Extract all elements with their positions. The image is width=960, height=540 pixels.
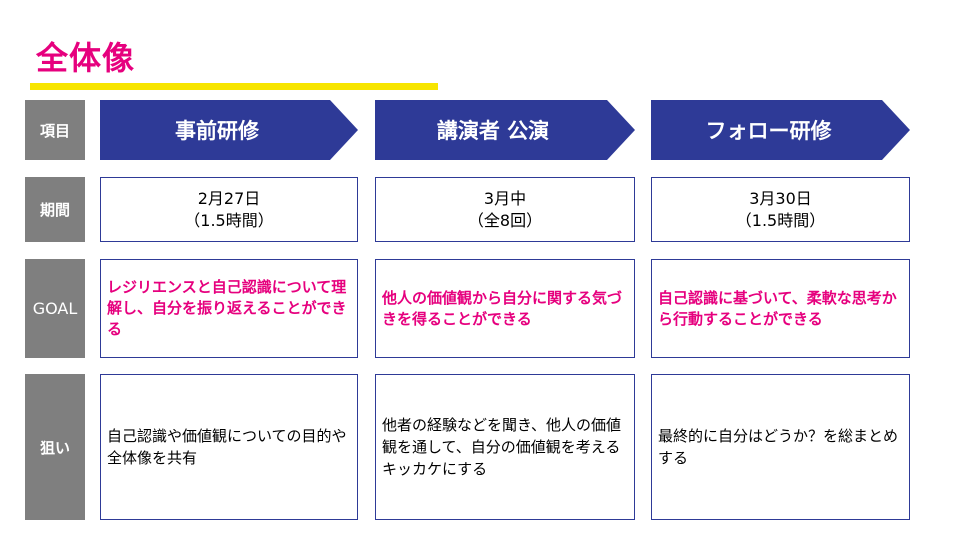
period-date: 3月30日	[749, 188, 812, 208]
aim-text: 他者の経験などを聞き、他人の価値観を通して、自分の価値観を考えるキッカケにする	[382, 416, 621, 478]
row-label-goal: GOAL	[25, 259, 85, 358]
aim-text: 自己認識や価値観についての目的や全体像を共有	[107, 427, 347, 467]
period-cell-follow-up-training: 3月30日 （1.5時間）	[651, 177, 910, 242]
row-label-period: 期間	[25, 177, 85, 242]
row-label-aim: 狙い	[25, 374, 85, 520]
aim-cell-pre-training: 自己認識や価値観についての目的や全体像を共有	[100, 374, 358, 520]
goal-text: 自己認識に基づいて、柔軟な思考から行動することができる	[658, 288, 897, 328]
period-date: 3月中	[483, 188, 527, 208]
goal-cell-pre-training: レジリエンスと自己認識について理解し、自分を振り返えることができる	[100, 259, 358, 358]
period-detail: （1.5時間）	[735, 210, 826, 230]
row-label-item: 項目	[25, 100, 85, 160]
page-title: 全体像	[36, 39, 136, 77]
aim-text: 最終的に自分はどうか？を総まとめする	[658, 427, 899, 467]
aim-cell-speaker-lecture: 他者の経験などを聞き、他人の価値観を通して、自分の価値観を考えるキッカケにする	[375, 374, 635, 520]
header-speaker-lecture: 講演者 公演	[375, 100, 635, 160]
goal-text: レジリエンスと自己認識について理解し、自分を振り返えることができる	[107, 278, 347, 338]
period-detail: （全8回）	[467, 210, 543, 230]
header-pre-training: 事前研修	[100, 100, 358, 160]
period-detail: （1.5時間）	[184, 210, 274, 230]
goal-cell-follow-up-training: 自己認識に基づいて、柔軟な思考から行動することができる	[651, 259, 910, 358]
period-cell-pre-training: 2月27日 （1.5時間）	[100, 177, 358, 242]
aim-cell-follow-up-training: 最終的に自分はどうか？を総まとめする	[651, 374, 910, 520]
header-follow-up-training: フォロー研修	[651, 100, 910, 160]
title-underline	[30, 83, 438, 90]
goal-text: 他人の価値観から自分に関する気づきを得ることができる	[382, 288, 623, 328]
goal-cell-speaker-lecture: 他人の価値観から自分に関する気づきを得ることができる	[375, 259, 635, 358]
period-date: 2月27日	[197, 188, 261, 208]
period-cell-speaker-lecture: 3月中 （全8回）	[375, 177, 635, 242]
